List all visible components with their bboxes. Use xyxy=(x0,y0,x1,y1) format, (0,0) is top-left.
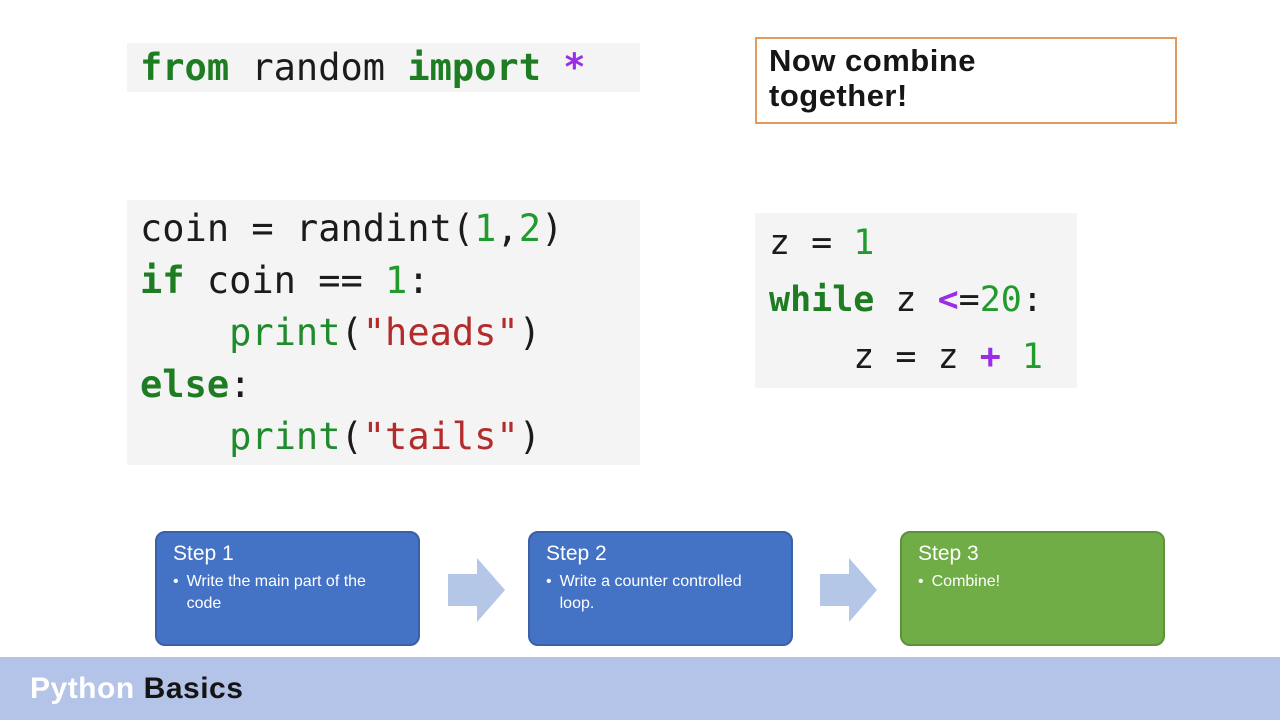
footer-title-primary: Python xyxy=(30,671,135,705)
code-token: < xyxy=(937,280,959,320)
arrow-right-icon xyxy=(448,558,505,622)
code-token: 20 xyxy=(979,280,1022,320)
bullet-icon: • xyxy=(546,573,552,590)
code-token: 2 xyxy=(518,207,541,250)
code-token: else xyxy=(140,363,230,406)
code-token: ) xyxy=(540,207,564,250)
step-bullet: • Write a counter controlled loop. xyxy=(546,571,791,614)
step-box-1: Step 1 • Write the main part of the code xyxy=(155,531,420,646)
code-token: z = z xyxy=(769,337,980,377)
step-bullet-text: Combine! xyxy=(931,573,1001,590)
arrow-right-icon xyxy=(820,558,877,622)
step-box-3: Step 3 • Combine! xyxy=(900,531,1165,646)
step-bullet: • Combine! xyxy=(918,571,1163,593)
code-token: z xyxy=(874,280,938,320)
code-token: import xyxy=(407,46,541,89)
code-line: z = z + 1 xyxy=(769,329,1077,386)
code-token: ) xyxy=(518,311,541,354)
code-token: random xyxy=(229,46,408,89)
code-token: while xyxy=(769,280,875,320)
code-token: * xyxy=(563,46,586,89)
code-token: print xyxy=(229,311,341,354)
code-token: ) xyxy=(518,415,541,458)
code-token: ( xyxy=(340,415,363,458)
code-token: from xyxy=(140,46,230,89)
code-token: 1 xyxy=(853,223,875,263)
step-title: Step 2 xyxy=(546,542,607,565)
code-block-import: from random import * xyxy=(127,43,640,92)
callout-line: together! xyxy=(769,77,908,113)
code-token xyxy=(140,311,229,354)
code-token xyxy=(541,46,563,89)
code-token xyxy=(140,415,229,458)
code-token: if xyxy=(140,259,185,302)
code-token: 1 xyxy=(474,207,497,250)
code-token: print xyxy=(229,415,341,458)
code-token: "tails" xyxy=(362,415,519,458)
code-token: : xyxy=(407,259,430,302)
callout-box: Now combine together! xyxy=(755,37,1177,124)
step-bullet-text: Write a counter controlled loop. xyxy=(559,573,742,612)
code-line: z = 1 xyxy=(769,215,1077,272)
code-line: else: xyxy=(140,359,640,411)
code-token: "heads" xyxy=(362,311,519,354)
step-bullet: • Write the main part of the code xyxy=(173,571,418,614)
step-title: Step 3 xyxy=(918,542,979,565)
code-token: ( xyxy=(340,311,363,354)
code-line: if coin == 1: xyxy=(140,255,640,307)
code-token: coin = randint( xyxy=(140,207,475,250)
bullet-icon: • xyxy=(173,573,179,590)
code-token: coin == xyxy=(184,259,386,302)
step-bullet-text: Write the main part of the code xyxy=(186,573,366,612)
code-line: print("tails") xyxy=(140,411,640,463)
step-title: Step 1 xyxy=(173,542,234,565)
code-token: , xyxy=(496,207,519,250)
step-box-2: Step 2 • Write a counter controlled loop… xyxy=(528,531,793,646)
code-line: coin = randint(1,2) xyxy=(140,203,640,255)
code-token xyxy=(1001,337,1022,377)
code-block-coin-flip: coin = randint(1,2)if coin == 1: print("… xyxy=(127,200,640,465)
code-token: : xyxy=(1021,280,1043,320)
bullet-icon: • xyxy=(918,573,924,590)
code-token: + xyxy=(979,337,1001,377)
code-line: while z <=20: xyxy=(769,272,1077,329)
code-line: print("heads") xyxy=(140,307,640,359)
code-token: 1 xyxy=(385,259,408,302)
code-token: = xyxy=(958,280,980,320)
footer-title-secondary: Basics xyxy=(143,671,244,705)
footer-bar: Python Basics xyxy=(0,657,1280,720)
code-token: z = xyxy=(769,223,854,263)
code-line: from random import * xyxy=(140,43,640,92)
callout-line: Now combine xyxy=(769,43,977,78)
code-token: : xyxy=(229,363,252,406)
code-token: 1 xyxy=(1021,337,1043,377)
